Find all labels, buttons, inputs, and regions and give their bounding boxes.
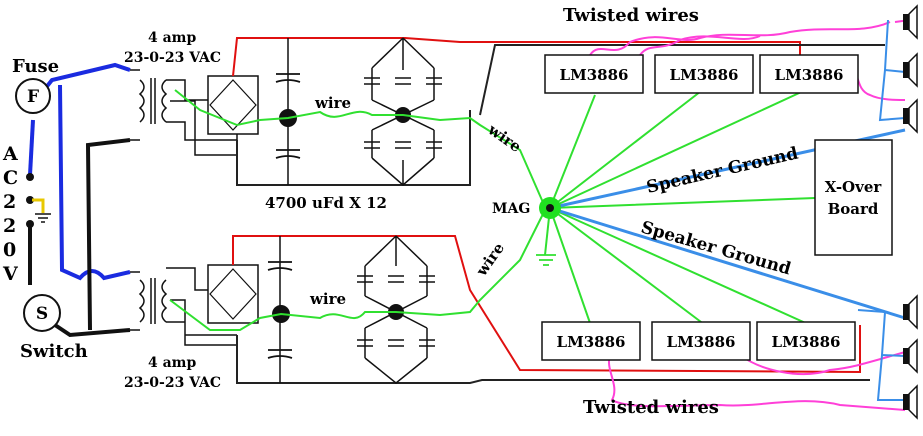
bottom-negative-rail — [236, 335, 870, 384]
bottom-bridge-diodes-icon — [209, 268, 257, 320]
ac-terminal-2 — [26, 196, 34, 204]
speaker-ground-bottom-label: Speaker Ground — [639, 218, 794, 280]
bottom-filter-cap-2-icon — [267, 349, 293, 359]
switch-wire — [53, 323, 131, 338]
switch-label: Switch — [20, 341, 88, 362]
bottom-speaker-ground-link — [857, 309, 906, 401]
speaker-icon — [903, 338, 918, 374]
ac-char: 0 — [3, 239, 16, 261]
chip-label: LM3886 — [560, 66, 629, 84]
ac-char: C — [3, 167, 18, 189]
top-negative-rail — [236, 110, 471, 186]
bottom-positive-rail — [232, 235, 861, 374]
earth-symbol-icon — [35, 213, 51, 223]
chip-box — [654, 54, 754, 94]
xover-board: X-Over Board — [814, 139, 893, 256]
bottom-amplifier-chips: LM3886 LM3886 LM3886 — [541, 321, 856, 361]
bottom-amp-label: 4 amp — [148, 355, 197, 371]
twisted-bottom-wires — [607, 351, 906, 411]
fuse-icon — [15, 78, 51, 114]
chip-label: LM3886 — [667, 333, 736, 351]
top-speaker-ground-link — [878, 19, 906, 122]
bottom-transformer-primary-icon — [138, 279, 145, 323]
chip-box — [756, 321, 856, 361]
top-psu-ground-wire — [174, 89, 546, 208]
xover-label-line2: Board — [828, 200, 879, 218]
top-capacitor-bank-icon — [364, 77, 442, 149]
bottom-diag-wire-label: wire — [472, 239, 508, 280]
top-diag-wire-label: wire — [484, 120, 525, 156]
top-transformer-secondary-icon — [161, 79, 168, 123]
chip-ground-wires — [549, 87, 816, 326]
ac-char: A — [2, 143, 18, 165]
ac-char: 2 — [3, 215, 16, 237]
top-transformer-primary-icon — [138, 79, 145, 123]
mains-section: F Fuse S Switch A C 2 2 0 V — [2, 56, 131, 362]
twisted-wiring: Twisted wires Twisted wires — [563, 5, 911, 418]
switch-symbol: S — [36, 304, 48, 324]
speaker-icon — [903, 98, 918, 134]
speaker-icon — [903, 294, 918, 330]
chip-label: LM3886 — [670, 66, 739, 84]
chassis-ground-icon — [536, 254, 556, 266]
top-negative-rail-chips — [479, 44, 885, 116]
speaker-ground-top-label: Speaker Ground — [645, 144, 801, 198]
chip-box — [541, 321, 641, 361]
neutral-wire — [85, 138, 131, 331]
live-wire-down — [58, 84, 131, 281]
ac-char: 2 — [3, 191, 16, 213]
chip-box — [544, 54, 644, 94]
bottom-power-supply: 4 amp 23-0-23 VAC wire wire — [124, 209, 870, 391]
chip-box — [759, 54, 859, 94]
mag-label: MAG — [492, 201, 530, 217]
bottom-psu-ground-wire — [169, 209, 546, 331]
live-wire-fuse-down — [28, 119, 35, 176]
fuse-label: Fuse — [12, 56, 59, 77]
twisted-bottom-label: Twisted wires — [583, 397, 719, 418]
top-bridge-diodes-icon — [209, 79, 257, 131]
twisted-top-label: Twisted wires — [563, 5, 699, 26]
switch-icon — [23, 294, 61, 332]
earth-wire — [32, 198, 45, 213]
bottom-vac-label: 23-0-23 VAC — [124, 375, 221, 391]
top-amp-label: 4 amp — [148, 30, 197, 46]
ac-terminal-3 — [26, 220, 34, 228]
speaker-icon — [903, 4, 918, 40]
ac-char: V — [2, 263, 19, 285]
chip-label: LM3886 — [775, 66, 844, 84]
top-filter-cap-1-icon — [275, 73, 301, 83]
top-speakers — [903, 4, 918, 134]
top-bridge-rectifier — [207, 75, 259, 135]
speaker-icon — [903, 52, 918, 88]
bottom-wire-label: wire — [309, 290, 346, 308]
top-vac-label: 23-0-23 VAC — [124, 50, 221, 66]
capacitor-label: 4700 uFd X 12 — [265, 194, 387, 212]
bottom-transformer-secondary-icon — [161, 279, 168, 323]
bottom-capacitor-bank-icon — [357, 275, 435, 347]
top-amplifier-chips: LM3886 LM3886 LM3886 — [544, 54, 859, 94]
top-wire-label: wire — [314, 94, 351, 112]
ac-voltage-label: A C 2 2 0 V — [2, 143, 19, 285]
bottom-speakers — [903, 294, 918, 420]
speaker-icon — [903, 384, 918, 420]
xover-label-line1: X-Over — [825, 178, 883, 196]
top-filter-cap-2-icon — [275, 149, 301, 159]
bottom-filter-cap-1-icon — [267, 261, 293, 271]
chip-label: LM3886 — [772, 333, 841, 351]
fuse-symbol: F — [27, 87, 39, 107]
ac-terminal-1 — [26, 173, 34, 181]
chip-label: LM3886 — [557, 333, 626, 351]
chip-box — [651, 321, 751, 361]
bottom-bridge-rectifier — [207, 264, 259, 324]
xover-board-box — [814, 139, 893, 256]
